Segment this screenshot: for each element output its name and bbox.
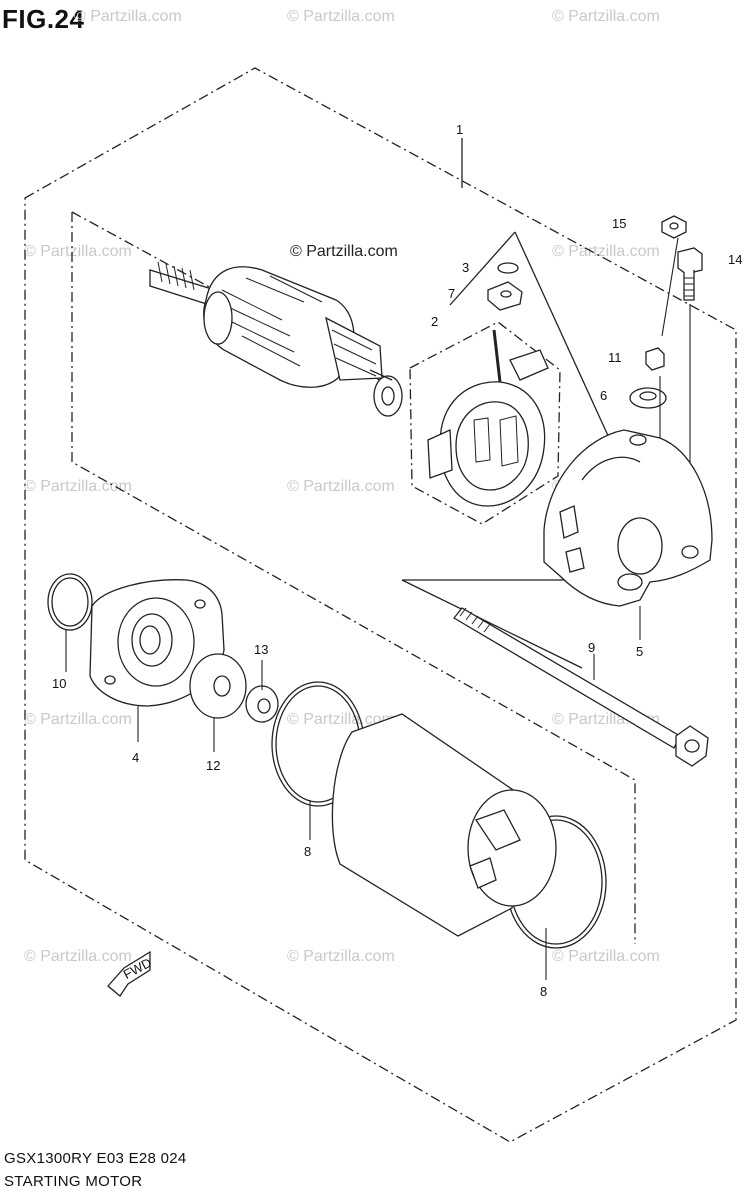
figure-title: FIG.24 (2, 4, 85, 34)
callout-6: 6 (600, 388, 607, 403)
callout-5: 5 (636, 644, 643, 659)
assembly-outline (24, 67, 737, 1143)
watermark: © Partzilla.com (287, 948, 395, 965)
watermark: © Partzilla.com (24, 948, 132, 965)
leader-line (401, 579, 583, 669)
callout-15: 15 (612, 216, 626, 231)
o-ring-10 (47, 573, 93, 631)
watermark: © Partzilla.com (24, 478, 132, 495)
callout-12: 12 (206, 758, 220, 773)
end-housing (543, 429, 713, 607)
subassembly-outline (71, 212, 636, 944)
brush-holder (409, 321, 561, 525)
o-ring-3 (497, 262, 519, 274)
watermark: © Partzilla.com (287, 711, 395, 728)
callout-2: 2 (431, 314, 438, 329)
fwd-arrow-icon (107, 950, 151, 997)
watermark: © Partzilla.com (552, 8, 660, 25)
leader-line (514, 231, 611, 441)
callout-13: 13 (254, 642, 268, 657)
callout-11: 11 (608, 350, 622, 365)
leader-line (449, 231, 516, 306)
yoke (331, 713, 557, 937)
diagram-name: STARTING MOTOR (4, 1173, 143, 1190)
watermark: © Partzilla.com (24, 243, 132, 260)
callout-8-right: 8 (540, 984, 547, 999)
callout-1: 1 (456, 122, 463, 137)
through-bolt (453, 607, 709, 767)
callout-14: 14 (728, 252, 742, 267)
copyright-notice: © Partzilla.com (290, 243, 398, 260)
watermark: © Partzilla.com (287, 478, 395, 495)
callout-7: 7 (448, 286, 455, 301)
watermark: © Partzilla.com (24, 711, 132, 728)
callout-3: 3 (462, 260, 469, 275)
callout-8-left: 8 (304, 844, 311, 859)
callout-4: 4 (132, 750, 139, 765)
model-code: GSX1300RY E03 E28 024 (4, 1150, 187, 1167)
callout-10: 10 (52, 676, 66, 691)
watermark: © Partzilla.com (552, 948, 660, 965)
washer-11 (645, 347, 665, 371)
bolt-14 (677, 247, 703, 275)
watermark: © Partzilla.com (74, 8, 182, 25)
watermark: © Partzilla.com (552, 243, 660, 260)
watermark: © Partzilla.com (287, 8, 395, 25)
callout-9: 9 (588, 640, 595, 655)
armature (149, 261, 403, 417)
